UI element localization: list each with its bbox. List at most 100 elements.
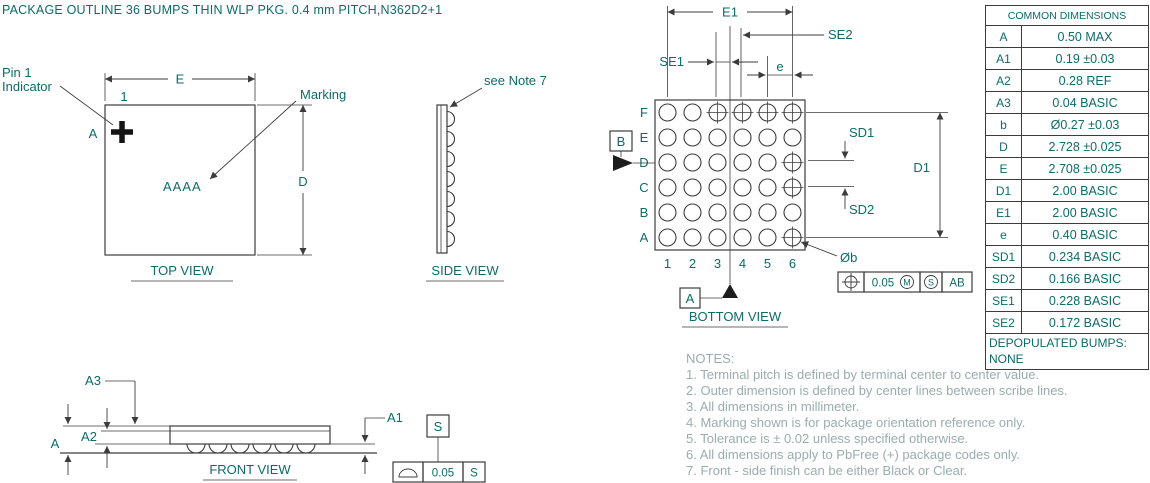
side-view: see Note 7 SIDE VIEW — [426, 73, 547, 282]
marking-text: AAAA — [163, 179, 202, 194]
fcf-rfs-letter: S — [928, 278, 934, 288]
side-profile — [436, 104, 448, 254]
col-label-6: 6 — [789, 256, 796, 271]
fcf-datum-refs: AB — [949, 278, 965, 290]
bump-E3 — [708, 128, 727, 147]
bump-A3 — [708, 228, 727, 247]
flatness-datum: S — [470, 468, 478, 480]
bump-F1 — [658, 103, 677, 122]
row-label-D: D — [639, 155, 648, 170]
dim-a3-label: A3 — [85, 373, 101, 388]
dim-value: 2.00 BASIC — [1021, 179, 1149, 202]
col-label-2: 2 — [689, 256, 696, 271]
datum-a-label: A — [89, 126, 98, 141]
note-item: 7. Front - side finish can be either Bla… — [686, 463, 968, 478]
bump-B2 — [683, 203, 702, 222]
a3-dimension: A3 — [85, 373, 139, 424]
row-label-F: F — [640, 105, 648, 120]
datum-a-triangle-icon — [722, 284, 738, 298]
bump-C5 — [758, 178, 777, 197]
dim-d-label: D — [298, 174, 307, 189]
package-outline — [104, 104, 256, 256]
e1-dimension: E1 — [667, 5, 793, 97]
index-1-label: 1 — [120, 89, 127, 104]
front-view-caption: FRONT VIEW — [203, 462, 297, 481]
top-view-title: TOP VIEW — [150, 263, 214, 278]
bump-C2 — [683, 178, 702, 197]
flatness-fcf: 0.05 S — [392, 461, 486, 483]
dim-symbol: A — [985, 25, 1022, 48]
dim-sd2-label: SD2 — [849, 202, 874, 217]
datum-b-flag: B — [609, 130, 655, 171]
dim-value: 0.19 ±0.03 — [1021, 47, 1149, 70]
bump-A2 — [683, 228, 702, 247]
dim-e-label: E — [176, 72, 185, 87]
dim-symbol: SE1 — [985, 289, 1022, 312]
datum-s-flag: S — [426, 414, 450, 462]
notes-section: NOTES: 1. Terminal pitch is defined by t… — [686, 351, 1150, 479]
col-label-5: 5 — [764, 256, 771, 271]
d1-dimension: D1 — [806, 112, 948, 238]
dim-sd1-label: SD1 — [849, 125, 874, 140]
dim-value: 0.234 BASIC — [1021, 245, 1149, 268]
dim-value: 2.708 ±0.025 — [1021, 157, 1149, 180]
dim-b-label: Øb — [840, 250, 857, 265]
bump-A4 — [733, 228, 752, 247]
bump-F2 — [683, 103, 702, 122]
bump-cross — [706, 101, 729, 124]
dim-symbol: D — [985, 135, 1022, 158]
se1-dimension: SE1 — [659, 32, 758, 97]
bump-A5 — [758, 228, 777, 247]
dim-a1-label: A1 — [387, 410, 403, 425]
note-item: 1. Terminal pitch is defined by terminal… — [686, 367, 1040, 382]
dim-d1-label: D1 — [913, 160, 930, 175]
dim-a-label: A — [51, 436, 60, 451]
bump-B4 — [733, 203, 752, 222]
side-view-title: SIDE VIEW — [431, 263, 499, 278]
b-diameter-callout: Øb — [800, 241, 857, 265]
d-dimension: D — [257, 104, 312, 256]
bump-D3 — [708, 153, 727, 172]
bump-D4 — [733, 153, 752, 172]
row-label-B: B — [640, 205, 649, 220]
dim-value: 0.172 BASIC — [1021, 311, 1149, 334]
a2-dimension: A2 — [81, 408, 111, 468]
note7-callout: see Note 7 — [449, 73, 547, 108]
dim-a2-label: A2 — [81, 429, 97, 444]
datum-a-label: A — [686, 291, 695, 306]
bump-B1 — [658, 203, 677, 222]
col-label-1: 1 — [664, 256, 671, 271]
pin1-indicator-mark — [111, 121, 133, 143]
dim-value: 0.40 BASIC — [1021, 223, 1149, 246]
front-view: A A2 A3 A1 S 0.05 S — [51, 373, 486, 483]
dim-symbol: SE2 — [985, 311, 1022, 334]
see-note7-label: see Note 7 — [484, 73, 547, 88]
dim-symbol: e — [985, 223, 1022, 246]
datum-s-label: S — [434, 419, 443, 434]
bump-D1 — [658, 153, 677, 172]
bump-C4 — [733, 178, 752, 197]
bump-D5 — [758, 153, 777, 172]
fcf-tolerance: 0.05 — [872, 278, 894, 290]
se2-dimension: SE2 — [740, 27, 853, 97]
e-pitch-dimension: e — [747, 56, 813, 97]
dim-symbol: SD1 — [985, 245, 1022, 268]
top-view: Pin 1 Indicator A 1 E D Marking AAAA TOP… — [2, 65, 346, 282]
bump-E5 — [758, 128, 777, 147]
marking-label: Marking — [300, 87, 346, 102]
bump-A1 — [658, 228, 677, 247]
a-dimension: A — [51, 404, 72, 475]
pin1-label-line2: Indicator — [2, 79, 53, 94]
row-label-A: A — [640, 230, 649, 245]
side-view-caption: SIDE VIEW — [426, 263, 504, 282]
